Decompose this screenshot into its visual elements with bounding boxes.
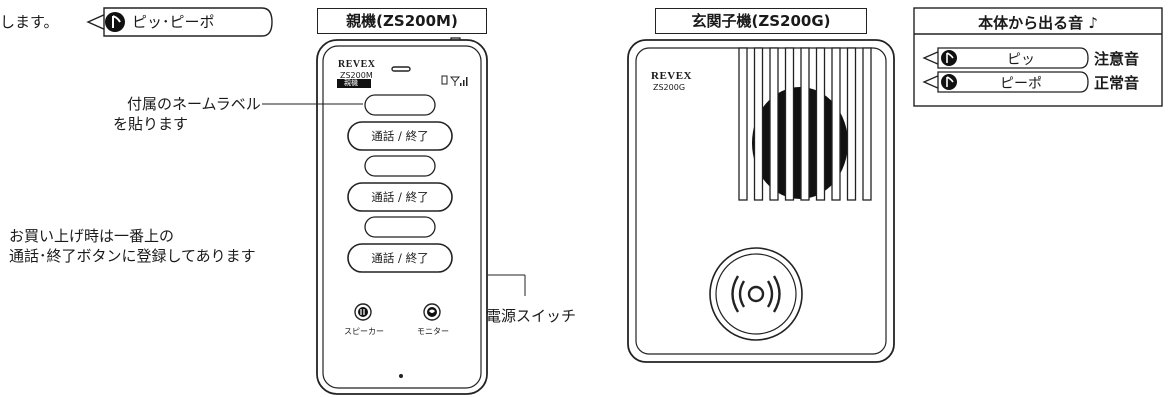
handset-brand: REVEX — [338, 59, 376, 70]
name-label-callout-line1: 付属のネームラベル — [127, 95, 261, 113]
monitor-label: モニター — [417, 327, 449, 336]
sound-row-1-meaning: 注意音 — [1094, 50, 1140, 68]
intro-text: します。 — [0, 13, 59, 31]
top-sound-pill-label: ピッ･ピーポ — [132, 13, 215, 31]
call-end-button-3[interactable]: 通話 / 終了 — [371, 251, 429, 265]
sound-row-2-meaning: 正常音 — [1094, 74, 1140, 92]
monitor-icon — [423, 303, 441, 321]
signal-icon — [449, 76, 468, 86]
sound-row-2-name: ピーポ — [1000, 76, 1042, 92]
call-button-icon — [731, 275, 781, 313]
handset-device — [316, 37, 488, 395]
grille-slot — [862, 47, 872, 201]
power-switch-label: 電源スイッチ — [486, 307, 577, 325]
power-switch-leader — [488, 274, 526, 296]
registration-note-line2: 通話･終了ボタンに登録してあります — [9, 247, 256, 265]
handset-badge: 親機 — [344, 79, 358, 87]
grille-slot — [831, 47, 841, 201]
doorbell-model: ZS200G — [653, 83, 686, 92]
call-end-button-2[interactable]: 通話 / 終了 — [371, 190, 429, 204]
grille-slot — [846, 47, 857, 201]
registration-note-line1: お買い上げ時は一番上の — [9, 227, 175, 245]
grille-slot — [769, 47, 779, 201]
grille-slot — [800, 47, 810, 201]
sound-row-1-name: ピッ — [1007, 52, 1035, 68]
name-label-callout-line2: を貼ります — [113, 115, 189, 133]
sound-table-title: 本体から出る音 ♪ — [978, 14, 1098, 32]
speaker-icon — [354, 303, 372, 321]
grille-slot — [815, 47, 826, 201]
handset-title: 親機(ZS200M) — [317, 8, 487, 34]
grille-slot — [738, 47, 748, 201]
grille-slot — [784, 47, 795, 201]
battery-icon — [441, 75, 448, 85]
doorbell-brand: REVEX — [651, 70, 693, 82]
doorbell-device — [627, 39, 895, 363]
doorbell-title: 玄関子機(ZS200G) — [655, 8, 867, 34]
speaker-label: スピーカー — [344, 327, 384, 336]
call-end-button-1[interactable]: 通話 / 終了 — [371, 129, 429, 143]
handset-model: ZS200M — [340, 71, 373, 80]
sound-icon — [105, 12, 125, 32]
grille-slot — [753, 47, 764, 201]
top-sound-pill — [86, 7, 273, 37]
sound-table — [913, 7, 1163, 107]
